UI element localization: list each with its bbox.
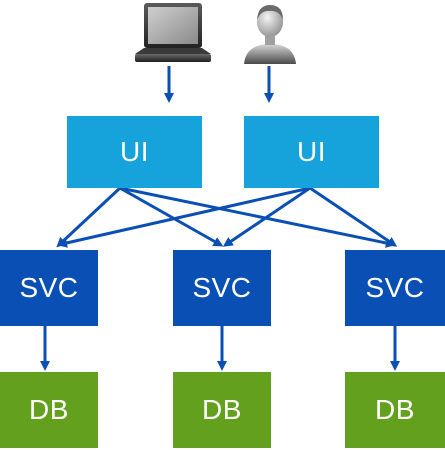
ui-box-2-label: UI [297,136,326,167]
db-box-3-label: DB [375,394,415,425]
db-box-3: DB [345,372,445,448]
svc-box-1-label: SVC [19,272,79,303]
svc-box-2: SVC [173,250,271,326]
ui-box-1-label: UI [120,136,149,167]
arrow-ui2-to-svc1 [57,186,311,248]
arrow-ui1-to-svc1 [56,186,122,248]
arrow-ui2-to-svc2 [222,186,311,247]
svc-box-2-label: SVC [192,272,252,303]
laptop-icon [135,3,211,62]
svc-box-1: SVC [0,250,98,326]
svc-box-3: SVC [345,250,445,326]
user-icon [244,5,296,64]
db-box-1-label: DB [29,394,69,425]
db-box-2: DB [173,372,271,448]
ui-box-1: UI [67,116,202,188]
db-box-1: DB [0,372,98,448]
db-box-2-label: DB [202,394,242,425]
arrow-ui1-to-svc2 [119,186,224,247]
arrow-ui1-to-svc3 [119,186,396,248]
svc-box-3-label: SVC [365,272,425,303]
ui-box-2: UI [244,116,379,188]
arrow-ui2-to-svc3 [309,186,398,247]
